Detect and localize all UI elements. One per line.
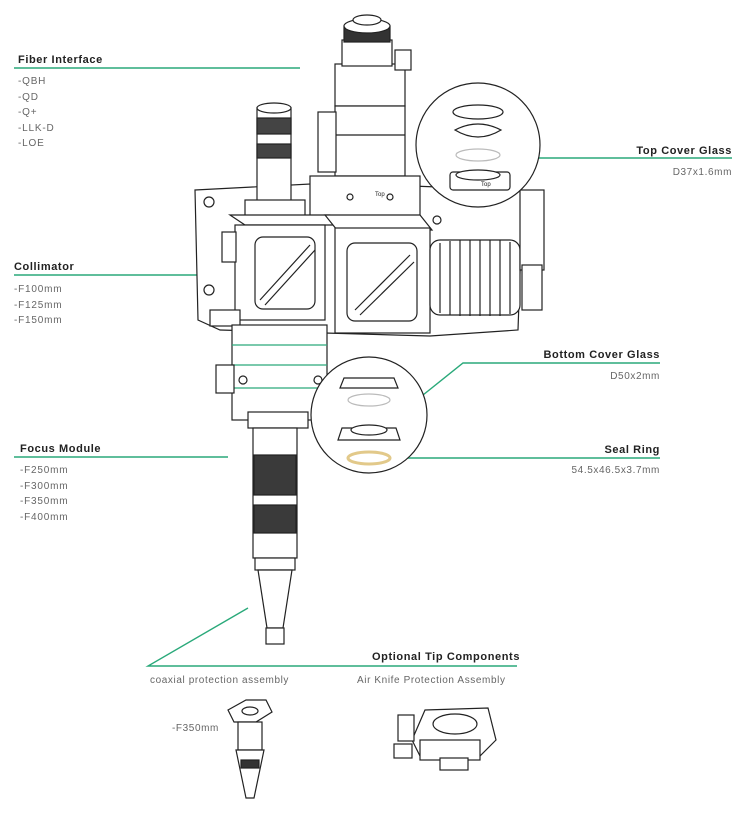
coaxial-label: coaxial protection assembly (150, 675, 290, 686)
bottom-glass-detail (310, 356, 428, 474)
list-item: -F100mm (14, 284, 63, 295)
list-item: -QD (18, 91, 39, 103)
list-item: -QBH (18, 76, 47, 87)
top-cover-glass-detail (415, 82, 541, 208)
top-glass-tag: Top (481, 182, 491, 188)
list-item: -Q+ (18, 107, 38, 118)
optional-tips-title: Optional Tip Components (372, 651, 521, 663)
bottom-cover-glass-title: Bottom Cover Glass (543, 349, 660, 361)
list-item: -LLK-D (18, 122, 55, 134)
beam-block (323, 214, 434, 334)
list-item: -F125mm (14, 299, 63, 311)
bottom-cover-glass-spec: D50x2mm (610, 371, 660, 382)
side-bellows (429, 189, 545, 316)
list-item: -F150mm (14, 315, 63, 326)
fiber-interface-title: Fiber Interface (18, 54, 103, 66)
coaxial-size-label: -F350mm (172, 723, 219, 734)
collimator-tube (244, 102, 306, 226)
nozzle-column (252, 427, 298, 645)
list-item: -F250mm (20, 465, 69, 476)
air-knife-label: Air Knife Protection Assembly (357, 675, 506, 686)
list-item: -LOE (18, 138, 45, 149)
air-knife-drawing (393, 707, 497, 771)
collimator-block (209, 214, 347, 327)
fiber-connector (309, 14, 421, 217)
focus-module-list: -F250mm -F300mm -F350mm -F400mm (20, 463, 68, 525)
seal-ring-title: Seal Ring (604, 444, 660, 456)
focus-module-title: Focus Module (20, 443, 102, 455)
list-item: -F400mm (20, 511, 69, 523)
fiber-interface-list: -QBH -QD -Q+ -LLK-D -LOE (18, 74, 54, 152)
collimator-title: Collimator (14, 261, 75, 273)
top-cover-glass-title: Top Cover Glass (636, 145, 732, 157)
head-top-tag: Top (375, 192, 385, 198)
list-item: -F350mm (20, 496, 69, 507)
list-item: -F300mm (20, 480, 69, 492)
top-cover-glass-spec: D37x1.6mm (672, 167, 732, 178)
seal-ring-part (346, 450, 392, 466)
tips-leader-line (145, 607, 517, 667)
seal-ring-spec: 54.5x46.5x3.7mm (571, 465, 660, 476)
coaxial-assembly-drawing (227, 699, 273, 799)
collimator-list: -F100mm -F125mm -F150mm (14, 282, 62, 329)
focus-housing (215, 324, 328, 429)
bottom-cover-leader-line (407, 362, 660, 408)
